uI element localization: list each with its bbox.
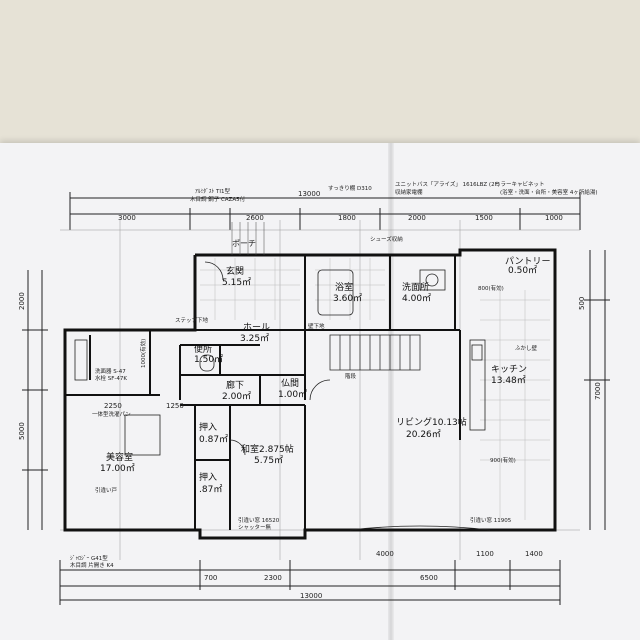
porch-hatch bbox=[231, 222, 265, 255]
tile-pattern-genkan bbox=[200, 258, 300, 320]
bathtub bbox=[317, 269, 354, 316]
grid-lines bbox=[60, 220, 580, 560]
cabinet-label: 収納家電棚 bbox=[395, 188, 423, 196]
salon-counter bbox=[124, 414, 161, 456]
room-pantry: パントリー bbox=[505, 256, 550, 267]
room-oshiire-1: 押入 bbox=[199, 421, 217, 433]
porch-label: ポーチ bbox=[232, 239, 256, 248]
interior-walls bbox=[65, 255, 461, 530]
effective-label-1: 1000(有効) bbox=[139, 339, 147, 368]
dim-2000-left: 2000 bbox=[18, 292, 26, 310]
bottom-note-4: シャッター無 bbox=[238, 523, 272, 531]
step-label: ステップ下地 bbox=[175, 316, 209, 324]
room-washitsu-area: 5.75㎡ bbox=[254, 455, 283, 466]
room-washitsu: 和室2.875帖 bbox=[241, 443, 294, 455]
bottom-note-2: 木目調 片開き K4 bbox=[70, 561, 114, 569]
rack-label: 一体型洗濯パン bbox=[92, 410, 131, 418]
kabe-label: ふかし壁 bbox=[515, 344, 538, 352]
dim-6500: 6500 bbox=[420, 574, 438, 582]
dim-7000-right: 7000 bbox=[594, 382, 602, 400]
hikido-label: 引違い戸 bbox=[95, 486, 118, 494]
mirror-label: ミラーキャビネット bbox=[495, 180, 545, 188]
room-salon-area: 17.00㎡ bbox=[100, 463, 135, 474]
senmen-label: 洗面器 S-47 bbox=[95, 367, 126, 375]
room-washroom: 洗面所 bbox=[402, 281, 429, 293]
room-butsuma-area: 1.00㎡ bbox=[278, 389, 307, 400]
effective-label-2: 900(有効) bbox=[490, 456, 516, 464]
dim-2300: 2300 bbox=[264, 574, 282, 582]
tile-pattern-living bbox=[480, 290, 550, 520]
dim-1250: 1250 bbox=[166, 402, 184, 410]
room-genkan-area: 5.15㎡ bbox=[222, 277, 251, 288]
gutter-label: ｱﾙﾐﾀﾞｽﾄ TI1型 bbox=[195, 187, 230, 195]
dim-700: 700 bbox=[204, 574, 217, 582]
shoe-label: シューズ収納 bbox=[370, 235, 403, 243]
room-salon: 美容室 bbox=[106, 451, 133, 463]
room-corridor-area: 2.00㎡ bbox=[222, 391, 251, 402]
room-butsuma: 仏間 bbox=[281, 378, 299, 389]
wall-label: 壁下地 bbox=[308, 322, 325, 330]
room-corridor: 廊下 bbox=[226, 379, 244, 391]
dim-5000-left: 5000 bbox=[18, 422, 26, 440]
room-hall-area: 3.25㎡ bbox=[240, 333, 269, 344]
room-kitchen-area: 13.48㎡ bbox=[491, 375, 526, 386]
kitchen-counter bbox=[469, 339, 486, 431]
dim-4000: 4000 bbox=[376, 550, 394, 558]
wood-cover-label: 木目調 鋼子 CAZA5付 bbox=[190, 195, 246, 203]
dim-500-right: 500 bbox=[578, 297, 586, 310]
effective-label-pantry: 800(有効) bbox=[478, 284, 504, 292]
washbasin bbox=[419, 269, 446, 291]
dim-1400: 1400 bbox=[525, 550, 543, 558]
bottom-note-1: ｼﾞｬﾛｼﾞｰ G41型 bbox=[70, 554, 108, 562]
blueprint-paper bbox=[0, 143, 640, 640]
room-pantry-area: 0.50㎡ bbox=[508, 265, 537, 276]
room-living-area: 20.26㎡ bbox=[406, 429, 441, 440]
window-top-label: すっきり棚 D310 bbox=[328, 184, 372, 192]
paper-fold bbox=[388, 143, 394, 640]
room-bath: 浴室 bbox=[335, 281, 353, 293]
suisen-label: 水栓 SF-47K bbox=[95, 374, 127, 382]
unit-bath-label: ユニットバス「アライズ」 1616LBZ (2F) bbox=[395, 180, 500, 188]
dim-1000: 1000 bbox=[545, 214, 563, 222]
fixtures bbox=[74, 261, 491, 531]
living-window-arc bbox=[349, 525, 491, 531]
bottom-note-3: 引違い窓 16520 bbox=[238, 516, 280, 524]
room-oshiire-2: 押入 bbox=[199, 471, 217, 483]
floor-note-label: (浴室・洗面・台所・美容室 4ヶ所給湯) bbox=[500, 188, 598, 196]
door-swing-genkan bbox=[204, 261, 224, 281]
room-washroom-area: 4.00㎡ bbox=[402, 293, 431, 304]
staircase bbox=[329, 334, 421, 371]
dim-2000: 2000 bbox=[408, 214, 426, 222]
room-hall: ホール bbox=[243, 322, 270, 333]
dim-1100: 1100 bbox=[476, 550, 494, 558]
stair-label: 階段 bbox=[345, 372, 357, 380]
dim-3000: 3000 bbox=[118, 214, 136, 222]
room-oshiire-2-area: .87㎡ bbox=[199, 484, 222, 495]
toilet-bowl bbox=[199, 354, 215, 372]
room-oshiire-1-area: 0.87㎡ bbox=[199, 434, 228, 445]
room-toilet: 便所 bbox=[194, 343, 212, 355]
room-bath-area: 3.60㎡ bbox=[333, 293, 362, 304]
dim-2600: 2600 bbox=[246, 214, 264, 222]
bottom-note-5: 引違い窓 11905 bbox=[470, 516, 512, 524]
room-living: リビング10.13帖 bbox=[396, 416, 467, 428]
room-kitchen: キッチン bbox=[491, 364, 527, 375]
exterior-walls bbox=[63, 248, 557, 540]
room-toilet-area: 1.50㎡ bbox=[194, 354, 223, 365]
room-genkan: 玄関 bbox=[226, 265, 244, 277]
dim-total-top: 13000 bbox=[298, 190, 320, 198]
dim-total-bottom: 13000 bbox=[300, 592, 322, 600]
dim-1500: 1500 bbox=[475, 214, 493, 222]
dim-1800: 1800 bbox=[338, 214, 356, 222]
dim-2250: 2250 bbox=[104, 402, 122, 410]
